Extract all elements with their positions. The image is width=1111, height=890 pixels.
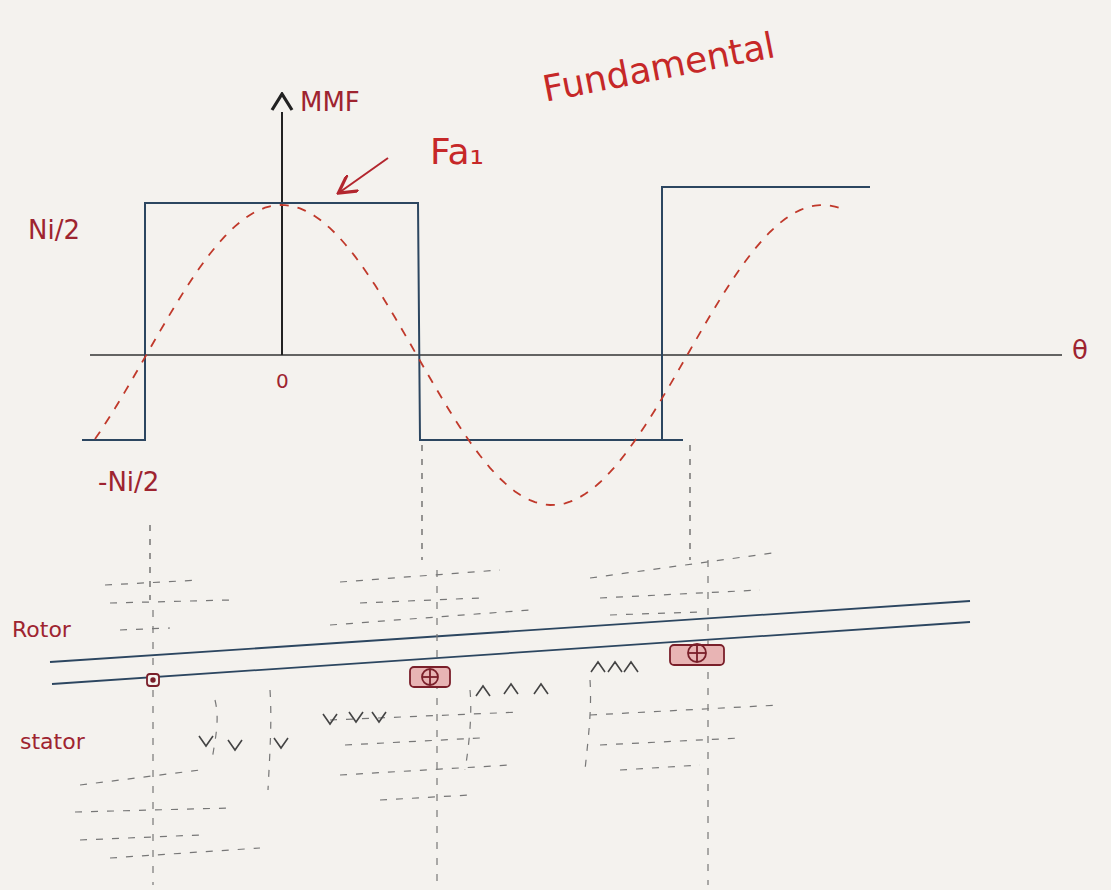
origin-label: 0 bbox=[274, 370, 291, 392]
axis-label: θ bbox=[1070, 336, 1090, 365]
amplitude-label: Ni/2 bbox=[26, 216, 82, 245]
conductors bbox=[147, 644, 724, 687]
wave-label: Fundamental bbox=[537, 25, 780, 110]
stator-surface bbox=[52, 622, 970, 684]
projection-lines bbox=[150, 445, 690, 600]
wave-label: Fa₁ bbox=[428, 132, 486, 172]
amplitude-label: -Ni/2 bbox=[96, 468, 161, 497]
flux-lines bbox=[75, 552, 780, 885]
part-name: Rotor bbox=[10, 618, 73, 642]
axis-label: MMF bbox=[298, 88, 362, 117]
theta-axis bbox=[90, 354, 1062, 356]
part-name: stator bbox=[18, 730, 87, 754]
fundamental-wave bbox=[95, 205, 840, 505]
flux-arrows bbox=[199, 662, 638, 750]
leader-arrow bbox=[340, 158, 388, 192]
square-wave bbox=[82, 187, 870, 440]
mmf-axis bbox=[281, 112, 283, 355]
